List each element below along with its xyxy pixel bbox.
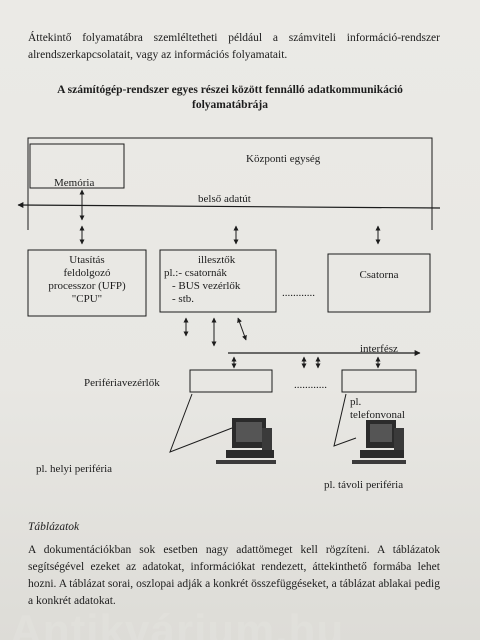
adapters-box <box>159 249 277 313</box>
local-peripheral-label: pl. helyi periféria <box>36 463 112 475</box>
section-paragraph: A dokumentációkban sok esetben nagy adat… <box>28 544 440 607</box>
phone-line-label-line-1: pl. <box>350 396 362 408</box>
channel-box <box>327 253 431 313</box>
diagram-svg: Központi egység Memória belső adatút Uta… <box>17 137 441 491</box>
adapters-label-line-4: - stb. <box>172 293 194 305</box>
section-caption: Táblázatok <box>28 521 80 533</box>
cpu-label-line-1: Utasítás <box>69 254 104 266</box>
adapters-label-line-2: pl.:- csatornák <box>164 267 227 279</box>
controller-box-remote <box>341 369 417 393</box>
intro-paragraph: Áttekintő folyamatábra szemléltetheti pé… <box>28 32 440 61</box>
remote-computer-icon <box>352 420 406 464</box>
cpu-label-line-4: "CPU" <box>72 293 102 305</box>
arrow-adapters-3 <box>237 317 247 341</box>
remote-connection-line <box>333 393 357 447</box>
central-unit-label: Központi egység <box>246 153 321 165</box>
internal-bus-label: belső adatút <box>198 193 251 205</box>
remote-peripheral-label: pl. távoli periféria <box>324 479 403 491</box>
adapters-label-line-3: - BUS vezérlők <box>172 280 241 292</box>
dataflow-diagram: Központi egység Memória belső adatút Uta… <box>0 130 480 507</box>
peripheral-controllers-label: Perifériavezérlők <box>84 377 160 389</box>
cpu-label-line-2: feldolgozó <box>63 267 111 279</box>
adapters-label-line-1: illesztők <box>198 254 236 266</box>
local-computer-icon <box>216 418 276 464</box>
central-unit-frame <box>27 137 433 230</box>
diagram-title: A számítógép-rendszer egyes részei közöt… <box>57 84 403 111</box>
watermark-logo: Antikvárium.hu <box>10 606 345 640</box>
phone-line-label-line-2: telefonvonal <box>350 409 405 421</box>
controllers-dots: ............ <box>294 379 327 391</box>
cpu-box <box>27 249 147 317</box>
interface-label: interfész <box>360 343 398 355</box>
local-connection-line <box>169 393 233 453</box>
adapters-dots: ............ <box>282 287 315 299</box>
controller-box-local <box>189 369 273 393</box>
internal-bus-line <box>17 202 441 209</box>
memory-box <box>29 143 125 189</box>
cpu-label-line-3: processzor (UFP) <box>48 280 126 292</box>
channel-label: Csatorna <box>359 269 398 281</box>
memory-label: Memória <box>54 177 94 189</box>
